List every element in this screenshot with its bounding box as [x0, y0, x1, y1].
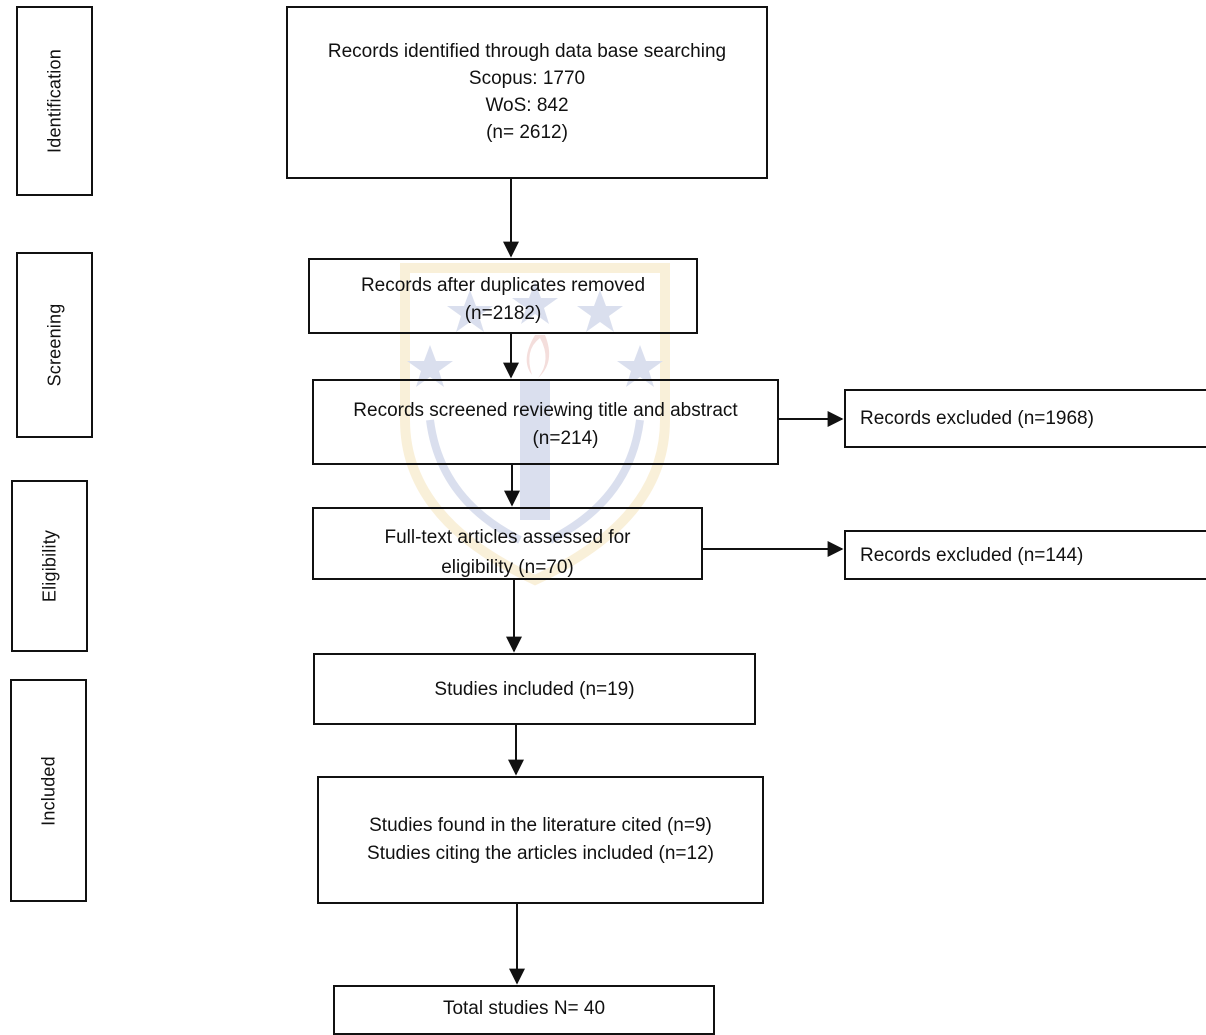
stage-included: Included: [10, 679, 87, 902]
box-additional-studies-line-1: Studies found in the literature cited (n…: [369, 815, 712, 836]
box-duplicates-removed: Records after duplicates removed (n=2182…: [308, 258, 698, 334]
box-records-excluded-screening-line-1: Records excluded (n=1968): [860, 408, 1094, 429]
box-records-identified-line-3: WoS: 842: [485, 95, 569, 116]
box-records-screened: Records screened reviewing title and abs…: [312, 379, 779, 465]
box-total-studies-line-1: Total studies N= 40: [442, 998, 606, 1019]
box-duplicates-removed-line-2: (n=2182): [464, 303, 542, 324]
box-records-identified-line-4: (n= 2612): [486, 122, 568, 143]
box-full-text-assessed-line-1: Full-text articles assessed for: [384, 527, 631, 548]
stage-eligibility: Eligibility: [11, 480, 88, 652]
stage-identification: Identification: [16, 6, 93, 196]
box-records-excluded-screening: Records excluded (n=1968): [844, 389, 1206, 448]
box-studies-included-line-1: Studies included (n=19): [434, 678, 635, 700]
box-records-screened-line-1: Records screened reviewing title and abs…: [353, 400, 738, 421]
box-full-text-assessed: Full-text articles assessed for eligibil…: [312, 507, 703, 580]
box-records-identified: Records identified through data base sea…: [286, 6, 768, 179]
box-additional-studies: Studies found in the literature cited (n…: [317, 776, 764, 904]
box-full-text-assessed-line-2: eligibility (n=70): [441, 557, 574, 578]
box-studies-included: Studies included (n=19): [313, 653, 756, 725]
box-records-excluded-eligibility: Records excluded (n=144): [844, 530, 1206, 580]
box-records-screened-line-2: (n=214): [532, 428, 599, 449]
box-records-identified-line-1: Records identified through data base sea…: [327, 41, 727, 62]
box-additional-studies-line-2: Studies citing the articles included (n=…: [367, 843, 714, 864]
box-records-identified-line-2: Scopus: 1770: [468, 68, 586, 89]
box-records-excluded-eligibility-line-1: Records excluded (n=144): [860, 544, 1084, 566]
stage-screening: Screening: [16, 252, 93, 438]
box-duplicates-removed-line-1: Records after duplicates removed: [360, 275, 646, 296]
